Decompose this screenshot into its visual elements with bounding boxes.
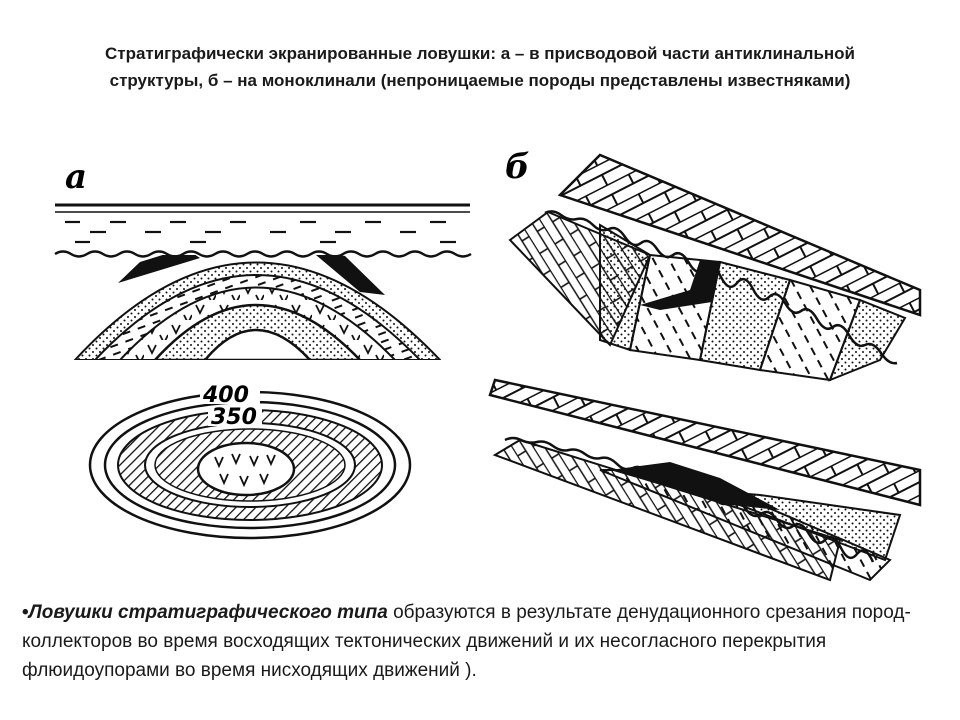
bullet-marker: • [22, 602, 29, 623]
panel-a-plan: 400 350 [88, 383, 412, 540]
panel-b-upper: б [505, 147, 922, 382]
panel-a-label: а [65, 157, 87, 197]
trap-diagram: а [54, 147, 922, 582]
bullet-paragraph: •Ловушки стратиграфического типа образую… [22, 598, 937, 685]
bullet-text: образуются в результате денудационного с… [22, 602, 911, 681]
slide-title: Стратиграфически экранированные ловушки:… [20, 40, 940, 94]
limestone-cap-upper [557, 153, 922, 317]
panel-a-cap-strata [54, 203, 472, 258]
contour-label-400: 400 [202, 383, 249, 408]
panel-b-lower [488, 378, 922, 582]
panel-a-fold [72, 255, 443, 360]
panel-b-label: б [505, 147, 530, 187]
title-line-1: Стратиграфически экранированные ловушки:… [104, 44, 856, 63]
plan-v-marks [214, 453, 276, 488]
title-line-2: структуры, б – на моноклинали (непроница… [109, 71, 851, 90]
panel-a: а [54, 157, 472, 360]
contour-label-350: 350 [211, 405, 257, 430]
bullet-term: Ловушки стратиграфического типа [28, 602, 388, 623]
limestone-cap-lower [488, 378, 922, 507]
